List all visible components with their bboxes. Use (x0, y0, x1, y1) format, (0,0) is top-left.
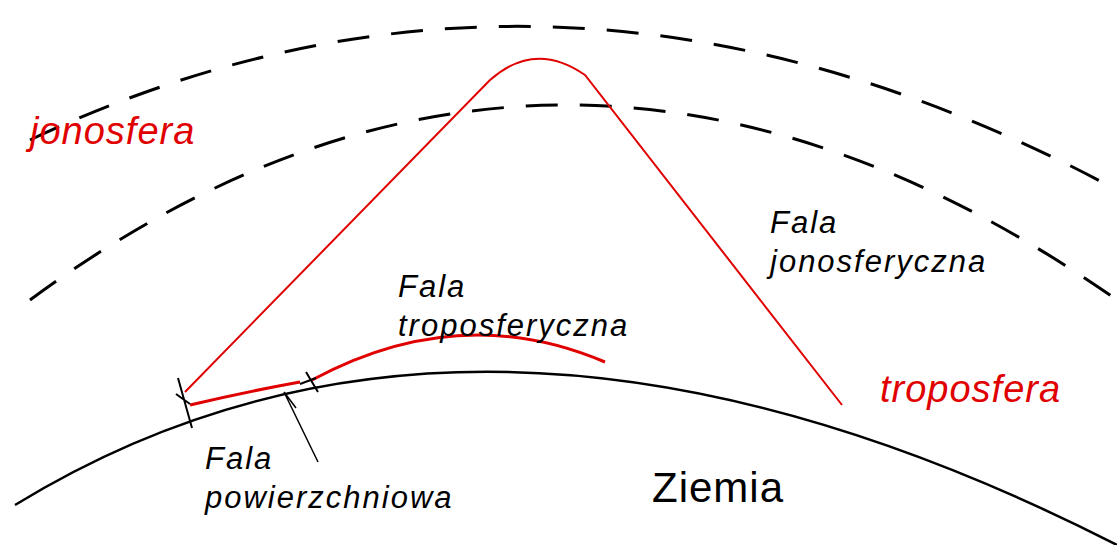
region-label: troposfera (880, 366, 1061, 414)
ionospheric-wave-path (185, 59, 842, 405)
ionosphere-lower-boundary (30, 105, 1117, 300)
leader-line (284, 392, 318, 462)
wave-label: Fala jonosferyczna (770, 204, 987, 282)
surface-wave-end-tick (300, 372, 318, 392)
ionosphere-upper-boundary (30, 26, 1117, 190)
wave-label: Fala powierzchniowa (205, 440, 454, 518)
surface-wave-start-tick (176, 378, 192, 428)
surface-wave-path (190, 382, 300, 405)
earth-label: Ziemia (652, 462, 784, 515)
wave-label: Fala troposferyczna (398, 268, 629, 346)
region-label: jonosfera (30, 108, 195, 156)
